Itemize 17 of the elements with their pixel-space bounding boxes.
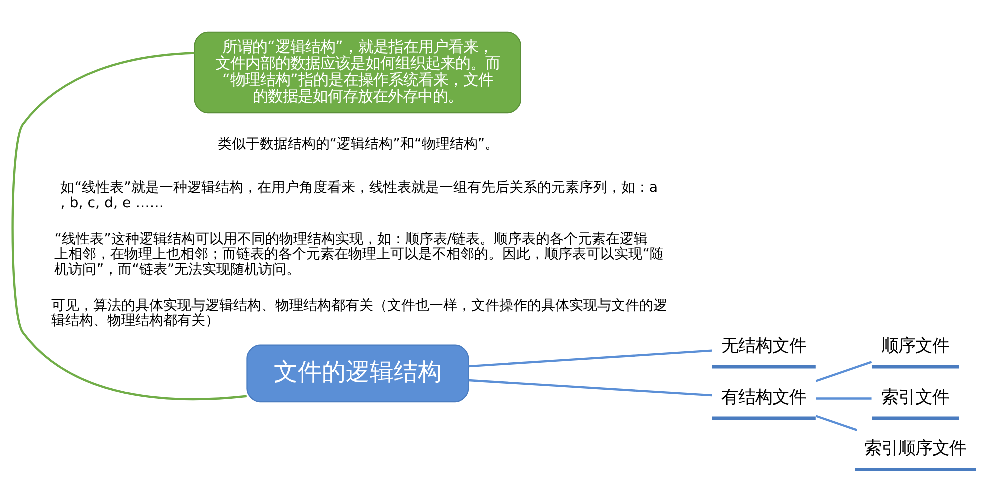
- label: 可见，算法的具体实现与逻辑结构、物理结构都有关（文件也一样，文件操作的具体实现与文件的逻辑结构、物理结构都有关）: [51, 298, 668, 330]
- node-text: 有结构文件: [722, 388, 807, 408]
- connector: [12, 52, 247, 400]
- node-text: 无结构文件: [722, 336, 807, 357]
- connector: [816, 415, 858, 432]
- node-box: 所谓的“逻辑结构”，就是指在用户看来，文件内部的数据应该是如何组织起来的。而“物理结构”指的是在操作系统看来，文件的数据是如何存放在外存中的。: [194, 32, 522, 114]
- connector: [468, 350, 712, 368]
- node-text: 顺序文件: [882, 336, 950, 357]
- node-text: 索引文件: [882, 388, 950, 408]
- label: “线性表”这种逻辑结构可以用不同的物理结构实现，如：顺序表/链表。顺序表的各个元素在逻辑上相邻，在物理上也相邻；而链表的各个元素在物理上可以是不相邻的。因此，顺序表可以实现“随机访问”，而“链表”无法实现随机访问。: [54, 231, 664, 278]
- node-box: 文件的逻辑结构: [246, 344, 470, 403]
- label: 类似于数据结构的“逻辑结构”和“物理结构”。: [218, 136, 500, 152]
- node-text: 索引顺序文件: [864, 439, 967, 460]
- label: 如“线性表”就是一种逻辑结构，在用户角度看来，线性表就是一组有先后关系的元素序列，如：a, b, c, d, e ……: [60, 180, 658, 212]
- connector: [816, 361, 872, 382]
- connector: [468, 379, 712, 397]
- connector: [816, 398, 872, 400]
